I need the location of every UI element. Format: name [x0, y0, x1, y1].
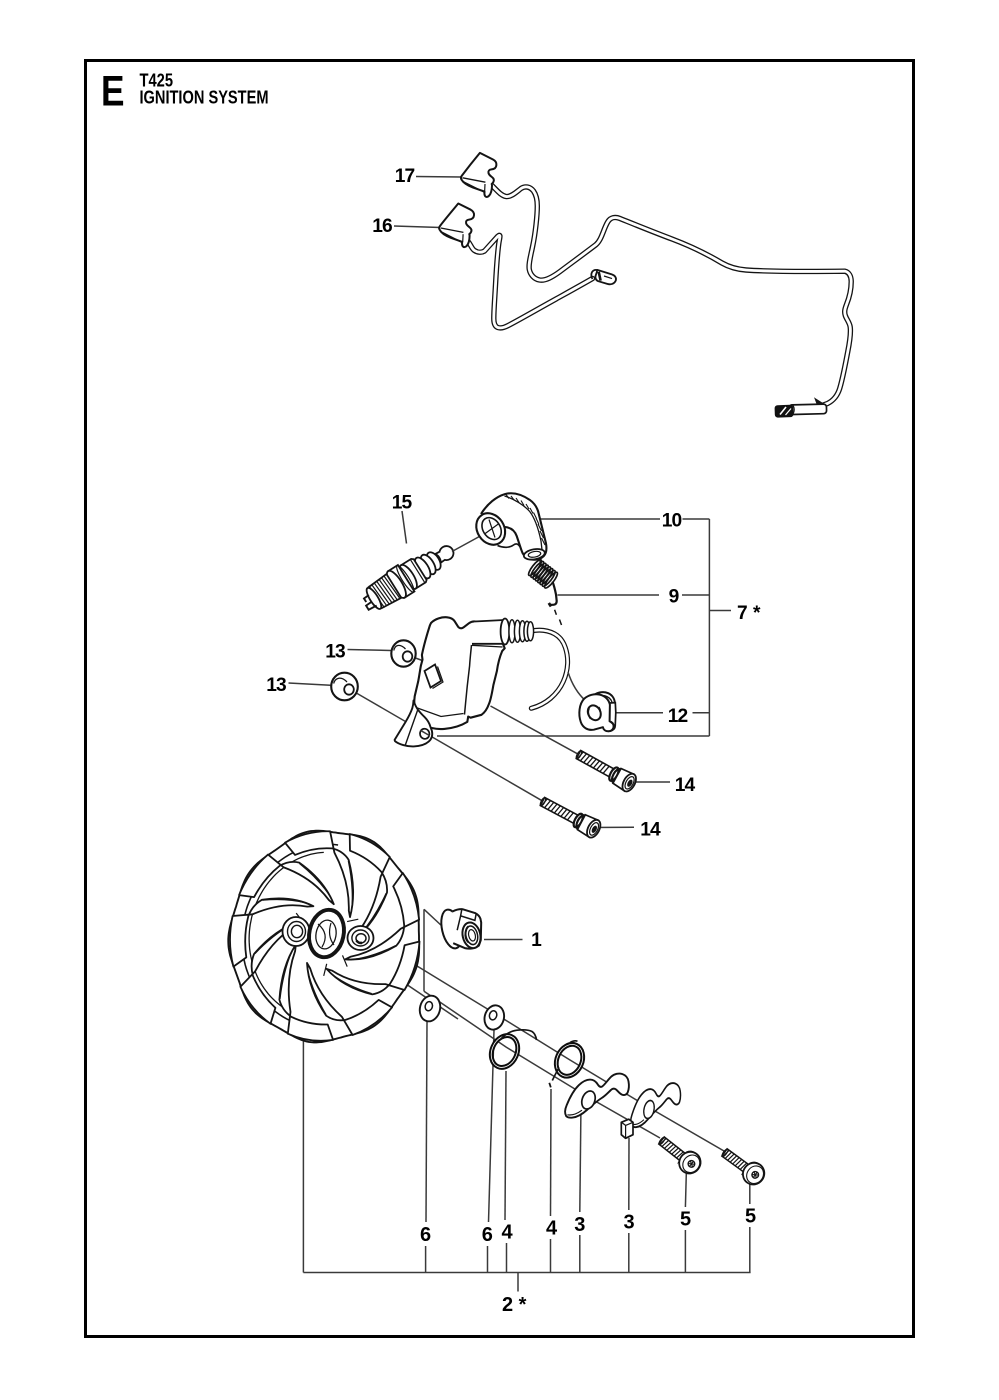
- svg-text:5: 5: [680, 1209, 691, 1231]
- svg-text:14: 14: [640, 820, 661, 841]
- svg-text:9: 9: [669, 587, 680, 608]
- svg-text:16: 16: [372, 216, 392, 237]
- svg-text:T425: T425: [140, 71, 174, 91]
- svg-text:17: 17: [395, 166, 415, 187]
- svg-text:E: E: [101, 69, 125, 116]
- svg-text:5: 5: [745, 1206, 756, 1228]
- svg-text:14: 14: [675, 775, 696, 796]
- svg-text:13: 13: [266, 675, 286, 696]
- svg-text:3: 3: [574, 1214, 585, 1236]
- svg-text:12: 12: [668, 706, 688, 727]
- svg-text:13: 13: [325, 642, 345, 663]
- svg-text:6: 6: [482, 1224, 493, 1246]
- svg-text:7 *: 7 *: [737, 603, 761, 624]
- svg-text:10: 10: [662, 511, 682, 532]
- svg-text:IGNITION SYSTEM: IGNITION SYSTEM: [140, 88, 269, 108]
- svg-text:2 *: 2 *: [502, 1294, 527, 1316]
- svg-text:15: 15: [392, 493, 413, 514]
- svg-text:4: 4: [501, 1222, 513, 1244]
- svg-text:6: 6: [420, 1224, 431, 1246]
- svg-text:1: 1: [531, 930, 542, 951]
- svg-text:3: 3: [623, 1212, 634, 1234]
- svg-text:4: 4: [546, 1218, 558, 1240]
